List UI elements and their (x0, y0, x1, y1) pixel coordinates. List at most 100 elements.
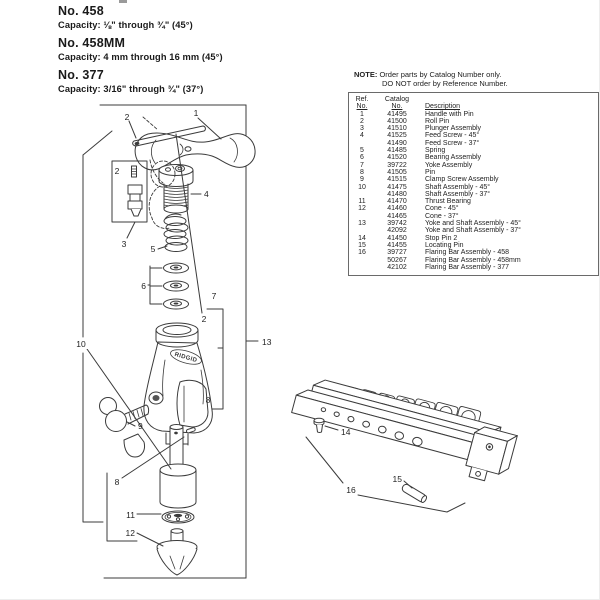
capacity-line: Capacity: 3/16" through ¾" (37°) (58, 84, 204, 94)
description-cell: Feed Screw - 45° (425, 132, 480, 140)
callout-6: 6 (141, 281, 146, 291)
catalog-no-cell: 41450 (387, 234, 407, 242)
description-cell: Flaring Bar Assembly - 458mm (425, 256, 521, 264)
capacity-line: Capacity: ⅛" through ¾" (45°) (58, 20, 193, 30)
ref-no-cell: 9 (360, 176, 364, 184)
capacity-line: Capacity: 4 mm through 16 mm (45°) (58, 52, 223, 62)
table-row: 41490 Feed Screw - 37° (349, 140, 598, 147)
catalog-no-cell: 41475 (387, 183, 407, 191)
plunger-assembly-drawing (111, 160, 148, 223)
ref-no-cell: 11 (358, 198, 366, 206)
callout-3: 3 (122, 239, 127, 249)
locating-pin-drawing (401, 483, 428, 503)
catalog-no-cell: 50267 (387, 256, 407, 264)
ref-no-cell: 8 (360, 168, 364, 176)
catalog-no-cell: 41510 (387, 125, 407, 133)
catalog-no-cell: 42102 (387, 263, 407, 271)
product-header: No. 458 Capacity: ⅛" through ¾" (45°) No… (58, 3, 223, 99)
callout-13: 13 (262, 337, 272, 347)
callout-4: 4 (204, 189, 209, 199)
description-cell: Cone - 37° (425, 212, 459, 220)
table-row: 42102 Flaring Bar Assembly - 377 (349, 264, 598, 271)
ref-no-cell: 14 (358, 234, 366, 242)
description-cell: Cone - 45° (425, 205, 459, 213)
catalog-no-cell: 39742 (387, 220, 407, 228)
catalog-no-cell: 39727 (387, 249, 407, 257)
catalog-no-cell: 41500 (387, 117, 407, 125)
table-row: 14 41450 Stop Pin 2 (349, 235, 598, 242)
note-label: NOTE: (354, 70, 378, 79)
description-cell: Feed Screw - 37° (425, 139, 480, 147)
table-header-row-1: Ref. Catalog (349, 96, 598, 103)
table-row: 13 39742 Yoke and Shaft Assembly - 45° (349, 220, 598, 227)
callout-9: 9 (138, 421, 143, 431)
description-cell: Flaring Bar Assembly - 458 (425, 249, 510, 257)
description-cell: Yoke and Shaft Assembly - 45° (425, 220, 521, 228)
catalog-no-cell: 41520 (387, 154, 407, 162)
ref-no-cell: 3 (360, 125, 364, 133)
callout-8a: 8 (206, 395, 211, 405)
scan-artifact (119, 0, 127, 3)
description-cell: Flaring Bar Assembly - 377 (425, 263, 510, 271)
callout-2b: 2 (115, 166, 120, 176)
ref-header: Ref. (355, 96, 369, 103)
callout-1: 1 (194, 108, 199, 118)
handle-drawing (134, 132, 256, 171)
catalog-no-cell: 41470 (387, 198, 407, 206)
callout-10: 10 (76, 339, 86, 349)
catalog-no-cell: 41480 (387, 190, 407, 198)
catalog-no-cell: 41505 (387, 168, 407, 176)
callout-labels: 1 2 2 3 4 5 6 7 2 10 13 8 9 8 11 12 14 1… (74, 108, 402, 538)
catalog-no-cell: 41515 (387, 176, 407, 184)
ref-no-cell: 2 (360, 117, 364, 125)
model-number: No. 458MM (58, 36, 126, 50)
description-cell: Bearing Assembly (425, 154, 482, 162)
model-number: No. 377 (58, 68, 104, 82)
callout-2a: 2 (125, 112, 130, 122)
description-cell: Pin (425, 168, 436, 176)
description-cell: Yoke Assembly (425, 161, 473, 169)
ref-no-cell: 12 (358, 205, 366, 213)
description-cell: Plunger Assembly (425, 125, 482, 133)
catalog-header: Catalog (384, 96, 410, 103)
description-cell: Yoke and Shaft Assembly - 37° (425, 227, 521, 235)
ref-no-cell: 1 (360, 110, 364, 118)
catalog-no-cell: 41490 (387, 139, 407, 147)
ref-header-2: No. (356, 103, 368, 111)
shaft-drawing (159, 424, 197, 509)
ref-no-cell: 15 (358, 241, 366, 249)
bearing-assembly-drawing (163, 262, 189, 310)
table-row: 3 41510 Plunger Assembly (349, 125, 598, 132)
description-header: Description (425, 103, 461, 111)
ref-no-cell: 13 (358, 220, 366, 228)
table-row: 16 39727 Flaring Bar Assembly - 458 (349, 249, 598, 256)
leader-lines (86, 117, 466, 547)
description-cell: Stop Pin 2 (425, 234, 458, 242)
ref-no-cell: 16 (358, 249, 366, 257)
spring-drawing (163, 213, 189, 252)
callout-15: 15 (393, 474, 403, 484)
stop-pin-drawing (313, 417, 325, 433)
thrust-bearing-drawing (161, 510, 195, 524)
callout-7: 7 (212, 291, 217, 301)
callout-16: 16 (346, 485, 356, 495)
catalog-header-2: No. (391, 103, 403, 111)
cone-drawing (156, 528, 198, 576)
catalog-no-cell: 41455 (387, 241, 407, 249)
catalog-no-cell: 41525 (387, 132, 407, 140)
